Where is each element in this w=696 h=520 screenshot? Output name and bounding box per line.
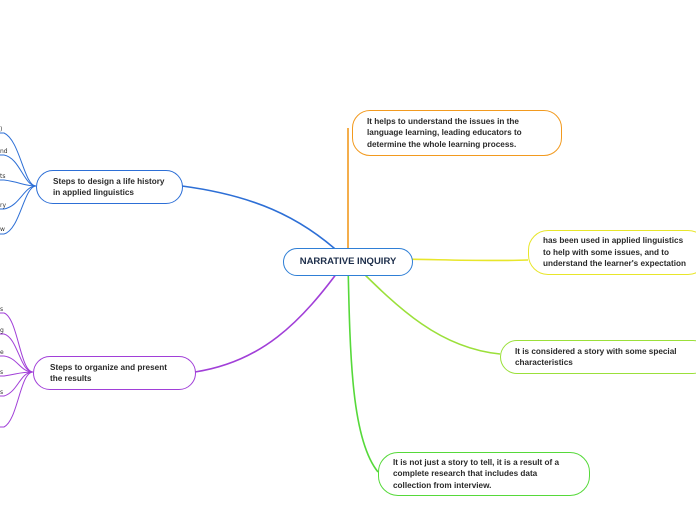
connector-organize xyxy=(194,261,346,373)
design-fragment-5: w xyxy=(0,226,5,233)
design-fragment-2: nd xyxy=(0,148,8,155)
connector-research xyxy=(347,261,379,473)
connector-design xyxy=(181,185,346,259)
organize-fragment-3: e xyxy=(0,349,4,356)
branch-applied-linguistics[interactable]: has been used in applied linguistics to … xyxy=(528,230,696,275)
organize-fragment-5: s xyxy=(0,389,4,396)
organize-fragment-1: s xyxy=(0,306,4,313)
branch-design-life-history[interactable]: Steps to design a life history in applie… xyxy=(36,170,183,204)
connector-story xyxy=(351,261,501,355)
central-topic[interactable]: NARRATIVE INQUIRY xyxy=(283,248,413,276)
organize-fragment-4: s xyxy=(0,369,4,376)
design-fragment-4: ry xyxy=(0,202,7,209)
design-fragment-3: ts xyxy=(0,173,6,180)
branch-helps-understand[interactable]: It helps to understand the issues in the… xyxy=(352,110,562,156)
design-fragment-1: ) xyxy=(0,126,3,133)
organize-sub-branches xyxy=(0,312,34,428)
branch-complete-research[interactable]: It is not just a story to tell, it is a … xyxy=(378,452,590,496)
design-sub-branches xyxy=(0,132,37,235)
branch-organize-results[interactable]: Steps to organize and present the result… xyxy=(33,356,196,390)
organize-fragment-2: g xyxy=(0,327,4,334)
branch-special-story[interactable]: It is considered a story with some speci… xyxy=(500,340,696,374)
